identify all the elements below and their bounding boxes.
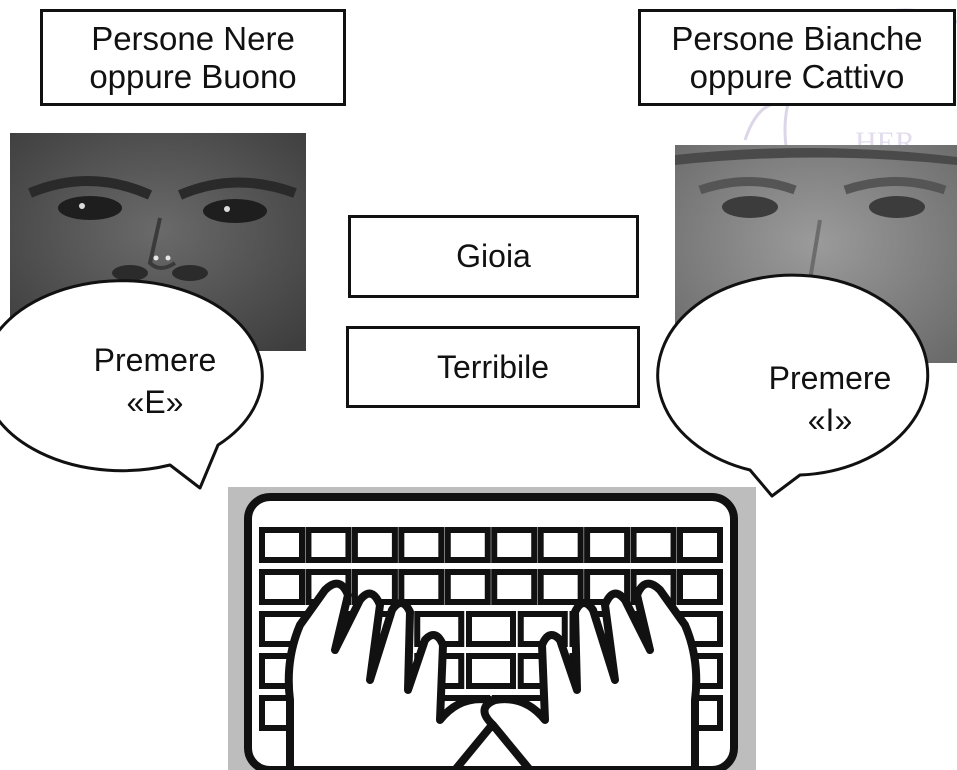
left-category-label: Persone Nere oppure Buono — [89, 19, 297, 95]
right-speech-bubble — [656, 273, 930, 498]
right-prompt: Premere «I» — [768, 360, 892, 438]
keyboard-key — [305, 527, 352, 563]
keyboard-key — [491, 527, 538, 563]
keyboard-key — [398, 569, 445, 605]
stimulus-word-2: Terribile — [436, 348, 550, 385]
keyboard-key — [677, 569, 723, 605]
keyboard-key — [351, 527, 398, 563]
keyboard-key — [630, 527, 677, 563]
keyboard-key — [444, 527, 491, 563]
keyboard-key — [466, 653, 516, 689]
keyboard-key — [537, 527, 584, 563]
keyboard-key — [259, 527, 305, 563]
right-category-label: Persone Bianche oppure Cattivo — [671, 19, 923, 95]
left-speech-bubble — [0, 279, 264, 490]
keyboard-key — [537, 569, 584, 605]
left-category-box: Persone Nere oppure Buono — [40, 9, 346, 106]
keyboard-key — [677, 527, 723, 563]
stimulus-box-2: Terribile — [346, 326, 640, 408]
keyboard-key — [466, 611, 516, 647]
keyboard-key — [398, 527, 445, 563]
keyboard-key — [259, 569, 305, 605]
keyboard-key — [444, 569, 491, 605]
stimulus-word-1: Gioia — [456, 238, 531, 275]
stimulus-box-1: Gioia — [348, 215, 639, 298]
left-prompt: Premere «E» — [93, 342, 217, 420]
keyboard-key — [584, 527, 631, 563]
right-category-box: Persone Bianche oppure Cattivo — [638, 9, 956, 106]
keyboard-key — [491, 569, 538, 605]
